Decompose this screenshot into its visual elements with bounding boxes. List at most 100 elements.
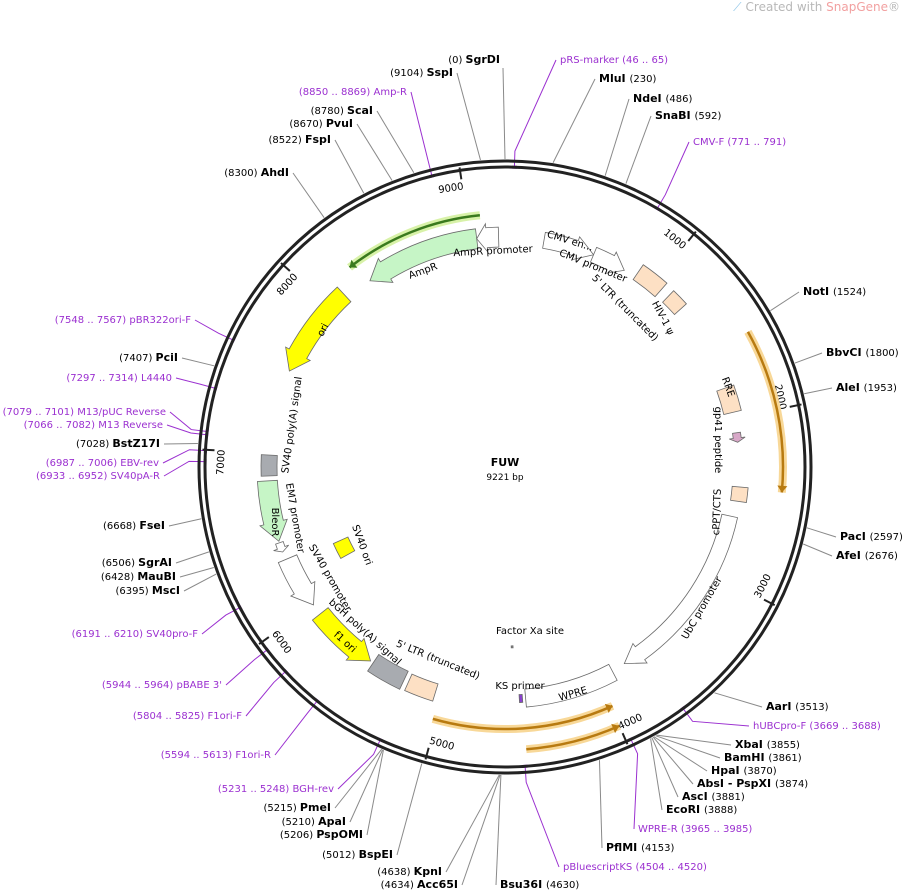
enzyme-FspI[interactable]: (8522) FspI <box>269 133 331 146</box>
primer-f1ori-r[interactable]: (5594 .. 5613) F1ori-R <box>161 750 271 761</box>
feature-label-bleor: BleoR <box>269 508 280 537</box>
site-position: (8522) <box>269 135 305 146</box>
primer-prs-marker[interactable]: pRS-marker (46 .. 65) <box>560 55 668 66</box>
primer-m13-puc-reverse[interactable]: (7079 .. 7101) M13/pUC Reverse <box>3 407 166 418</box>
enzyme-EcoRI[interactable]: EcoRI (3888) <box>666 803 737 816</box>
primer-cmv-f[interactable]: CMV-F (771 .. 791) <box>693 137 786 148</box>
enzyme-PvuI[interactable]: (8670) PvuI <box>289 117 353 130</box>
site-position: (3881) <box>712 792 745 803</box>
enzyme-AscI[interactable]: AscI (3881) <box>682 790 745 803</box>
feature-wpre[interactable] <box>524 663 618 708</box>
translations <box>347 211 788 754</box>
feature-ubc-promoter[interactable] <box>623 513 739 665</box>
enzyme-PflMI[interactable]: PflMI (4153) <box>606 841 674 854</box>
tick-mark <box>687 231 697 242</box>
feature-f1-ori[interactable] <box>311 607 372 662</box>
enzyme-ScaI[interactable]: (8780) ScaI <box>311 104 373 117</box>
primer-m13-reverse[interactable]: (7066 .. 7082) M13 Reverse <box>24 420 163 431</box>
enzyme-HpaI[interactable]: HpaI (3870) <box>711 764 777 777</box>
primer-bgh-rev[interactable]: (5231 .. 5248) BGH-rev <box>218 784 334 795</box>
site-name: SgrAI <box>138 556 172 569</box>
primer-l4440[interactable]: (7297 .. 7314) L4440 <box>66 373 172 384</box>
feature-ks-primer[interactable] <box>518 693 524 703</box>
site-position: SV40pro-F <box>146 629 198 640</box>
feature-em7-promoter[interactable] <box>273 541 289 553</box>
tick-mark <box>621 732 629 745</box>
primer-pbluescriptks[interactable]: pBluescriptKS (4504 .. 4520) <box>563 862 707 873</box>
primer-wpre-r[interactable]: WPRE-R (3965 .. 3985) <box>638 824 752 835</box>
enzyme-KpnI[interactable]: (4638) KpnI <box>377 865 442 878</box>
feature-rre[interactable] <box>716 384 742 416</box>
enzyme-AleI[interactable]: AleI (1953) <box>836 381 897 394</box>
enzyme-Bsu36I[interactable]: Bsu36I (4630) <box>500 878 579 891</box>
feature-hiv-1[interactable] <box>662 290 687 316</box>
enzyme-Acc65I[interactable]: (4634) Acc65I <box>381 878 458 891</box>
site-name: AarI <box>766 700 795 713</box>
enzyme-MscI[interactable]: (6395) MscI <box>115 584 180 597</box>
enzyme-SgrAI[interactable]: (6506) SgrAI <box>102 556 172 569</box>
feature-gp41-peptide[interactable] <box>729 431 746 443</box>
site-position: (7407) <box>119 353 155 364</box>
site-position: CMV-F <box>693 137 727 148</box>
primer-sv40pa-r[interactable]: (6933 .. 6952) SV40pA-R <box>36 471 160 482</box>
enzyme-AbsI-PspXI[interactable]: AbsI - PspXI (3874) <box>697 777 808 790</box>
enzyme-PspOMI[interactable]: (5206) PspOMI <box>280 828 363 841</box>
feature-cppt-cts[interactable] <box>730 485 749 504</box>
primer-hubcpro-f[interactable]: hUBCpro-F (3669 .. 3688) <box>753 721 881 732</box>
enzyme-PciI[interactable]: (7407) PciI <box>119 351 178 364</box>
feature-bgh-poly-a-signal[interactable] <box>367 653 409 690</box>
feature-cmv-en[interactable] <box>542 231 595 261</box>
feature-sv40-promoter[interactable] <box>277 554 316 606</box>
enzyme-SspI[interactable]: (9104) SspI <box>390 66 453 79</box>
enzyme-SgrDI[interactable]: (0) SgrDI <box>448 53 500 66</box>
feature-ori[interactable] <box>285 286 352 372</box>
tick-mark <box>202 448 215 452</box>
enzyme-NotI[interactable]: NotI (1524) <box>803 285 866 298</box>
enzyme-BbvCI[interactable]: BbvCI (1800) <box>826 346 899 359</box>
site-name: KpnI <box>414 865 442 878</box>
feature-sv40-ori[interactable] <box>332 536 356 560</box>
feature-sv40-poly-a-signal[interactable] <box>260 454 278 477</box>
enzyme-AarI[interactable]: AarI (3513) <box>766 700 829 713</box>
enzyme-XbaI[interactable]: XbaI (3855) <box>735 738 800 751</box>
primer-amp-r[interactable]: (8850 .. 8869) Amp-R <box>299 87 407 98</box>
enzyme-AfeI[interactable]: AfeI (2676) <box>836 549 898 562</box>
site-position: (9104) <box>390 68 426 79</box>
enzyme-PmeI[interactable]: (5215) PmeI <box>263 801 331 814</box>
leader-line <box>630 739 639 830</box>
primer-pbabe-3[interactable]: (5944 .. 5964) pBABE 3' <box>102 680 222 691</box>
enzyme-NdeI[interactable]: NdeI (486) <box>633 92 692 105</box>
enzyme-PacI[interactable]: PacI (2597) <box>840 530 903 543</box>
site-name: SspI <box>427 66 453 79</box>
enzyme-ApaI[interactable]: (5210) ApaI <box>282 815 346 828</box>
leader-line <box>366 749 384 836</box>
feature-5-ltr-truncated[interactable] <box>404 673 439 702</box>
feature-bleor[interactable] <box>257 479 288 542</box>
enzyme-SnaBI[interactable]: SnaBI (592) <box>655 109 721 122</box>
feature-ampr-promoter[interactable] <box>476 222 500 253</box>
enzyme-FseI[interactable]: (6668) FseI <box>103 519 165 532</box>
enzyme-AhdI[interactable]: (8300) AhdI <box>224 166 289 179</box>
feature-factor-xa-site[interactable] <box>510 645 514 649</box>
enzyme-BstZ17I[interactable]: (7028) BstZ17I <box>76 437 160 450</box>
leader-line <box>292 172 325 218</box>
primer-sv40pro-f[interactable]: (6191 .. 6210) SV40pro-F <box>72 629 199 640</box>
feature-ampr[interactable] <box>369 228 479 283</box>
enzyme-BspEI[interactable]: (5012) BspEI <box>322 848 393 861</box>
primer-pbr322ori-f[interactable]: (7548 .. 7567) pBR322ori-F <box>55 315 191 326</box>
site-name: FseI <box>139 519 165 532</box>
feature-5-ltr-truncated[interactable] <box>632 264 668 298</box>
tick-label: 1000 <box>661 227 688 252</box>
enzyme-MluI[interactable]: MluI (230) <box>599 72 656 85</box>
enzyme-MauBI[interactable]: (6428) MauBI <box>101 570 176 583</box>
leader-line <box>656 734 732 746</box>
primer-ebv-rev[interactable]: (6987 .. 7006) EBV-rev <box>46 458 159 469</box>
tick-mark <box>458 167 463 180</box>
primer-f1ori-f[interactable]: (5804 .. 5825) F1ori-F <box>133 711 242 722</box>
feature-cmv-promoter[interactable] <box>589 246 625 274</box>
site-name: BbvCI <box>826 346 865 359</box>
site-position: (5012) <box>322 850 358 861</box>
enzyme-BamHI[interactable]: BamHI (3861) <box>724 751 802 764</box>
leader-line <box>179 567 214 578</box>
site-name: AfeI <box>836 549 865 562</box>
